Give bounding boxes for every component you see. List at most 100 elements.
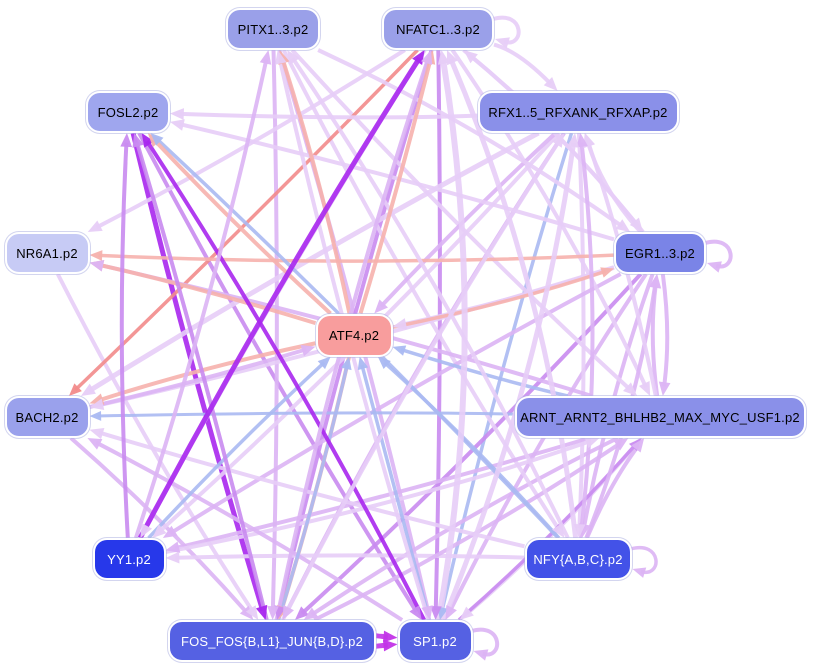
- arrowhead-icon: [600, 267, 614, 278]
- arrowhead-icon: [573, 523, 586, 538]
- edge-fos-rfx: [280, 140, 561, 621]
- self-loop-sp1: [470, 627, 499, 657]
- arrowhead-icon: [132, 133, 144, 148]
- edge-sp1-nfatc: [435, 59, 468, 621]
- edge-rfx-fosl2: [179, 111, 478, 120]
- node-sp1[interactable]: SP1.p2: [399, 622, 471, 660]
- arrowhead-icon: [421, 605, 433, 620]
- edge-egr-arnt: [660, 273, 670, 387]
- arrowhead-icon: [300, 344, 316, 357]
- arrowhead-icon: [623, 382, 638, 396]
- edge-atf4-nr6a1: [98, 262, 317, 326]
- arrowhead-icon: [409, 605, 422, 620]
- edge-atf4-fosl2: [152, 138, 332, 315]
- arrowhead-icon: [341, 356, 352, 371]
- arrowhead-icon: [551, 523, 565, 538]
- edge-rfx-bach2: [87, 130, 540, 393]
- arrowhead-icon: [303, 607, 319, 620]
- node-bach2[interactable]: BACH2.p2: [6, 398, 88, 436]
- arrowhead-icon: [377, 356, 391, 370]
- self-loop-egr: [704, 239, 733, 269]
- arrowhead-icon: [80, 383, 96, 396]
- arrowhead-icon: [392, 345, 407, 356]
- edge-egr-yy1: [169, 272, 622, 535]
- edge-rfx-nfy: [576, 132, 586, 529]
- arrowhead-icon: [629, 217, 644, 232]
- arrowhead-icon: [89, 260, 105, 272]
- edge-fos-arnt: [313, 441, 622, 622]
- arrowhead-icon: [165, 541, 181, 553]
- arrowhead-icon: [631, 438, 645, 453]
- arrowhead-icon: [392, 318, 408, 330]
- node-yy1[interactable]: YY1.p2: [94, 540, 164, 578]
- arrowhead-icon: [421, 50, 433, 65]
- node-nr6a1[interactable]: NR6A1.p2: [6, 234, 88, 272]
- edge-sp1-rfx: [441, 142, 577, 621]
- arrowhead-icon: [68, 383, 82, 396]
- edge-yy1-nfatc: [137, 56, 422, 540]
- arrowhead-icon: [584, 436, 600, 449]
- arrowhead-icon: [707, 261, 722, 273]
- arrowhead-icon: [89, 250, 103, 261]
- arrowhead-icon: [357, 356, 369, 371]
- arrowhead-icon: [613, 438, 629, 451]
- arrowhead-icon: [294, 606, 310, 620]
- node-egr[interactable]: EGR1..3.p2: [616, 234, 704, 272]
- node-atf4[interactable]: ATF4.p2: [317, 315, 391, 355]
- node-nfy[interactable]: NFY{A,B,C}.p2: [526, 540, 630, 578]
- arrowhead-icon: [383, 639, 398, 652]
- arrowhead-icon: [267, 606, 279, 620]
- edge-rfx-atf4: [379, 131, 557, 308]
- arrowhead-icon: [317, 356, 331, 370]
- edge-egr-sp1: [448, 272, 648, 613]
- arrowhead-icon: [170, 108, 184, 120]
- arrowhead-icon: [459, 606, 474, 620]
- edge-fos-atf4: [276, 364, 349, 621]
- edge-nfatc-rfx: [493, 42, 553, 86]
- arrowhead-icon: [567, 133, 579, 148]
- arrowhead-icon: [89, 428, 105, 440]
- edge-nfy-nfatc: [448, 58, 579, 539]
- edge-nfy-rfx: [578, 142, 595, 539]
- node-arnt[interactable]: ARNT_ARNT2_BHLHB2_MAX_MYC_USF1.p2: [516, 398, 804, 436]
- arrowhead-icon: [89, 398, 105, 410]
- arrowhead-icon: [162, 525, 178, 538]
- arrowhead-icon: [437, 50, 450, 65]
- arrowhead-icon: [374, 299, 389, 314]
- self-loop-nfy: [630, 545, 658, 574]
- arrowhead-icon: [638, 381, 651, 396]
- arrowhead-icon: [473, 649, 489, 661]
- arrowhead-icon: [287, 50, 300, 65]
- edge-atf4-egr: [392, 269, 607, 329]
- edge-yy1-pitx: [133, 59, 269, 539]
- arrowhead-icon: [152, 524, 167, 538]
- arrowhead-icon: [120, 133, 133, 148]
- arrowhead-icon: [615, 219, 631, 232]
- arrowhead-icon: [445, 605, 457, 620]
- arrowhead-icon: [446, 50, 458, 66]
- arrowhead-icon: [275, 50, 287, 65]
- edge-arnt-bach2: [97, 411, 515, 418]
- arrowhead-icon: [245, 605, 259, 620]
- arrowhead-icon: [495, 37, 510, 49]
- arrowhead-icon: [282, 605, 294, 620]
- edge-atf4-pitx: [280, 58, 352, 314]
- arrowhead-icon: [150, 133, 164, 146]
- arrowhead-icon: [576, 133, 588, 148]
- edge-pitx-egr: [317, 48, 624, 229]
- edge-fosl2-sp1: [137, 132, 419, 613]
- node-nfatc[interactable]: NFATC1..3.p2: [384, 10, 492, 48]
- self-loop-nfatc: [492, 15, 521, 45]
- node-pitx[interactable]: PITX1..3.p2: [228, 10, 318, 48]
- edge-yy1-fosl2: [119, 142, 130, 539]
- edge-arnt-egr: [650, 283, 660, 397]
- arrowhead-icon: [383, 630, 398, 643]
- arrowhead-icon: [87, 438, 103, 450]
- arrowhead-icon: [140, 523, 153, 538]
- node-rfx[interactable]: RFX1..5_RFXANK_RFXAP.p2: [479, 93, 677, 131]
- node-fosl2[interactable]: FOSL2.p2: [88, 93, 168, 131]
- edge-fos-fosl2: [135, 141, 269, 621]
- node-fos[interactable]: FOS_FOS{B,L1}_JUN{B,D}.p2: [170, 622, 374, 660]
- arrowhead-icon: [239, 605, 254, 620]
